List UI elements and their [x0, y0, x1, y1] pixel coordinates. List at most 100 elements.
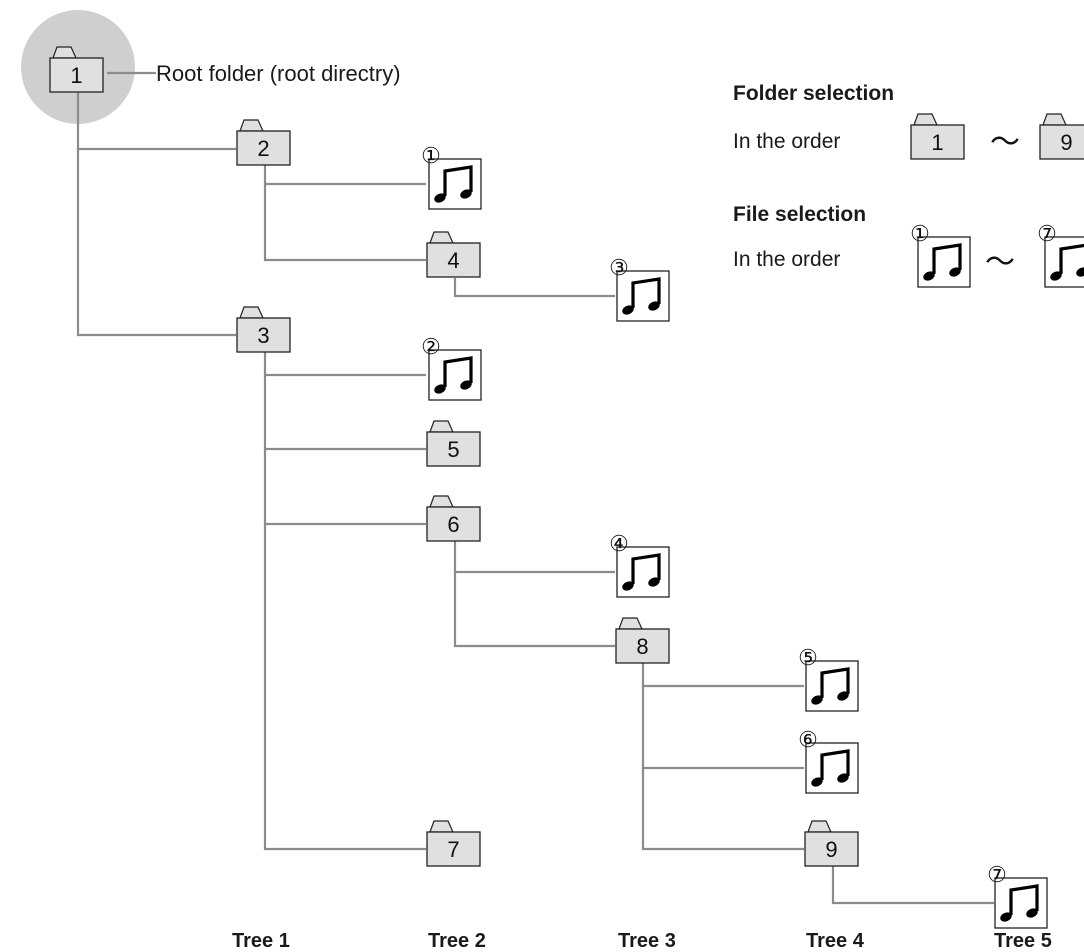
- connector-lines: [76, 71, 994, 905]
- legend-file-range-symbol: ～: [985, 246, 1015, 279]
- music-note-icon: [923, 243, 962, 281]
- folder-tab: [429, 820, 454, 833]
- folder-icon: [426, 831, 481, 867]
- edge-2-m1: [263, 164, 426, 186]
- edge-9-m7: [831, 866, 994, 905]
- legend-folder-first: 1: [910, 113, 965, 160]
- folder-tab: [429, 231, 454, 244]
- folder-tab: [807, 820, 832, 833]
- edge-1-3: [76, 149, 236, 337]
- edge-3-5: [263, 375, 426, 451]
- edge-8-m5: [641, 663, 804, 688]
- music-note-icon: [811, 667, 850, 705]
- folder-tab: [239, 306, 264, 319]
- root-folder-label: Root folder (root directry): [156, 61, 401, 86]
- folder-number: 2: [257, 136, 269, 161]
- folder-number: 6: [447, 512, 459, 537]
- file-order-number: ⑦: [987, 862, 1007, 887]
- tree-label-2: Tree 2: [428, 930, 486, 952]
- music-note-icon: [434, 165, 473, 203]
- music-file-5: ⑤: [798, 645, 859, 712]
- folder-tab: [913, 113, 938, 126]
- legend-folder-range-symbol: ～: [990, 126, 1020, 159]
- folder-icon: [426, 506, 481, 542]
- file-order-number: ②: [421, 334, 441, 359]
- folder-tab: [239, 119, 264, 132]
- folder-icon: [804, 831, 859, 867]
- music-note-icon: [622, 553, 661, 591]
- folder-icon: [426, 431, 481, 467]
- file-order-number: ⑤: [798, 645, 818, 670]
- folder-9: 9: [804, 820, 859, 867]
- file-order-number: ⑦: [1037, 221, 1057, 246]
- edge-8-9: [641, 768, 804, 851]
- edge-6-m4: [453, 541, 615, 574]
- folder-icon: [426, 242, 481, 278]
- folder-5: 5: [426, 420, 481, 467]
- folder-icon: [236, 130, 291, 166]
- edge-3-m2: [263, 351, 426, 377]
- legend-file-first: ①: [910, 221, 971, 288]
- folder-icon: [49, 57, 104, 93]
- file-selection-heading: File selection: [733, 203, 867, 226]
- file-selection-text: In the order: [733, 248, 841, 271]
- file-order-number: ③: [609, 255, 629, 280]
- folder-tab: [429, 420, 454, 433]
- folder-1: 1: [49, 46, 104, 93]
- edge-8-m6: [641, 686, 804, 770]
- folder-number: 9: [825, 837, 837, 862]
- tree-nodes: 1 2 3 4 5 6 7 8 9 ① ② ③ ④ ⑤ ⑥ ⑦: [49, 46, 1048, 929]
- edge-2-4: [263, 184, 426, 262]
- legend-folder-last: 9: [1039, 113, 1084, 160]
- music-note-icon: [434, 356, 473, 394]
- folder-number: 7: [447, 837, 459, 862]
- folder-number: 3: [257, 323, 269, 348]
- folder-icon: [236, 317, 291, 353]
- music-file-2: ②: [421, 334, 482, 401]
- music-file-4: ④: [609, 531, 670, 598]
- folder-number: 9: [1060, 130, 1072, 155]
- music-file-6: ⑥: [798, 727, 859, 794]
- legend-file-last: ⑦: [1037, 221, 1084, 288]
- music-note-icon: [811, 749, 850, 787]
- folder-7: 7: [426, 820, 481, 867]
- folder-icon: [1039, 124, 1084, 160]
- folder-number: 5: [447, 437, 459, 462]
- folder-8: 8: [615, 617, 670, 664]
- folder-6: 6: [426, 495, 481, 542]
- tree-label-1: Tree 1: [232, 930, 290, 952]
- music-note-icon: [622, 277, 661, 315]
- folder-tab: [618, 617, 643, 630]
- music-note-icon: [1050, 243, 1084, 281]
- music-file-1: ①: [421, 143, 482, 210]
- tree-label-4: Tree 4: [806, 930, 864, 952]
- folder-2: 2: [236, 119, 291, 166]
- edge-4-m3: [453, 278, 615, 298]
- tree-label-3: Tree 3: [618, 930, 676, 952]
- file-order-number: ④: [609, 531, 629, 556]
- legend-icons: 1 ～ 9 ① ～ ⑦: [910, 113, 1084, 288]
- music-file-3: ③: [609, 255, 670, 322]
- file-order-number: ①: [910, 221, 930, 246]
- edge-3-6: [263, 449, 426, 526]
- music-file-7: ⑦: [987, 862, 1048, 929]
- music-note-icon: [1000, 884, 1039, 922]
- folder-number: 1: [70, 63, 82, 88]
- folder-number: 1: [931, 130, 943, 155]
- tree-label-5: Tree 5: [994, 930, 1052, 952]
- folder-icon: [910, 124, 965, 160]
- folder-selection-text: In the order: [733, 130, 841, 153]
- file-order-number: ①: [421, 143, 441, 168]
- file-order-number: ⑥: [798, 727, 818, 752]
- folder-number: 4: [447, 248, 459, 273]
- folder-tab: [429, 495, 454, 508]
- folder-selection-heading: Folder selection: [733, 82, 895, 105]
- folder-4: 4: [426, 231, 481, 278]
- folder-icon: [615, 628, 670, 664]
- folder-number: 8: [636, 634, 648, 659]
- edge-6-8: [453, 572, 615, 648]
- folder-tab: [1042, 113, 1067, 126]
- edge-3-7: [263, 524, 426, 851]
